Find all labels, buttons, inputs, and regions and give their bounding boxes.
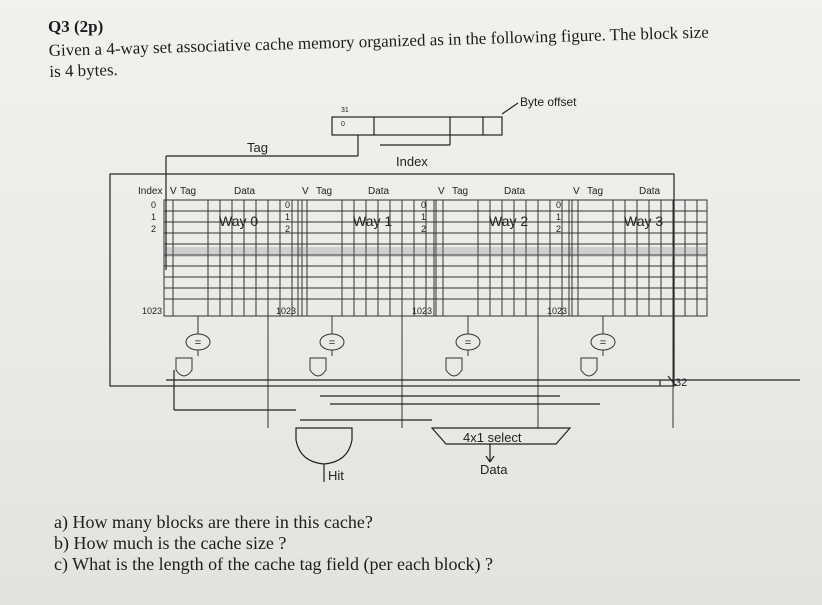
- address-bit-high: 31: [341, 107, 349, 114]
- selected-row-band: [434, 247, 572, 257]
- way-name-label: Way 2: [489, 213, 528, 229]
- selected-row-band: [298, 247, 436, 257]
- width-label: 32: [675, 377, 687, 389]
- row-index-label: 1: [151, 212, 156, 222]
- address-register: [331, 116, 503, 136]
- valid-column-label: V: [573, 186, 580, 197]
- way-table: [297, 199, 437, 317]
- index-label: Index: [396, 154, 428, 169]
- hit-label: Hit: [328, 468, 344, 483]
- row-index-label: 0: [151, 200, 156, 210]
- question-a: a) How many blocks are there in this cac…: [54, 512, 373, 532]
- row-index-label: 0: [556, 200, 561, 210]
- comparator-symbol: =: [329, 337, 335, 349]
- last-row-label: 1023: [547, 306, 567, 316]
- and-gate: [445, 357, 463, 377]
- tag-column-label: Tag: [452, 186, 468, 197]
- tag-label: Tag: [247, 140, 268, 155]
- and-gate: [580, 357, 598, 377]
- comparator-symbol: =: [195, 337, 201, 349]
- data-column-label: Data: [234, 186, 256, 197]
- hit-or-gate: [295, 427, 353, 465]
- way-name-label: Way 0: [219, 213, 258, 229]
- selected-row-band: [164, 247, 302, 257]
- way-table: [433, 199, 573, 317]
- row-index-label: 2: [421, 224, 426, 234]
- data-column-label: Data: [504, 186, 526, 197]
- row-index-label: 1: [421, 212, 426, 222]
- and-gate: [175, 357, 193, 377]
- data-out-label: Data: [480, 462, 508, 477]
- question-b: b) How much is the cache size ?: [54, 533, 287, 553]
- byte-offset-label: Byte offset: [520, 95, 577, 109]
- row-index-label: 0: [421, 200, 426, 210]
- way-table: [163, 199, 303, 317]
- comparator-symbol: =: [600, 337, 606, 349]
- way-table: [568, 199, 708, 317]
- tag-column-label: Tag: [316, 186, 332, 197]
- row-index-label: 1: [556, 212, 561, 222]
- data-column-label: Data: [639, 186, 661, 197]
- tag-column-label: Tag: [587, 186, 603, 197]
- valid-column-label: V: [302, 186, 309, 197]
- row-index-label: 2: [285, 224, 290, 234]
- tag-column-label: Tag: [180, 186, 196, 197]
- valid-column-label: V: [170, 186, 177, 197]
- row-index-label: 2: [151, 224, 156, 234]
- selected-row-band: [569, 247, 707, 257]
- row-index-label: 2: [556, 224, 561, 234]
- comparator-symbol: =: [465, 337, 471, 349]
- row-index-label: 0: [285, 200, 290, 210]
- select-mux: [430, 427, 572, 445]
- valid-column-label: V: [438, 186, 445, 197]
- address-bit-low: 0: [341, 121, 345, 128]
- last-row-label: 1023: [276, 306, 296, 316]
- data-column-label: Data: [368, 186, 390, 197]
- row-index-label: 1: [285, 212, 290, 222]
- last-row-label: 1023: [142, 306, 162, 316]
- question-list: a) How many blocks are there in this cac…: [54, 512, 493, 575]
- way-name-label: Way 3: [624, 213, 663, 229]
- question-title: Q3 (2p): [48, 17, 104, 36]
- last-row-label: 1023: [412, 306, 432, 316]
- way-name-label: Way 1: [353, 213, 392, 229]
- select-label: 4x1 select: [463, 430, 522, 445]
- question-c: c) What is the length of the cache tag f…: [54, 554, 493, 574]
- and-gate: [309, 357, 327, 377]
- index-column-label: Index: [138, 186, 162, 197]
